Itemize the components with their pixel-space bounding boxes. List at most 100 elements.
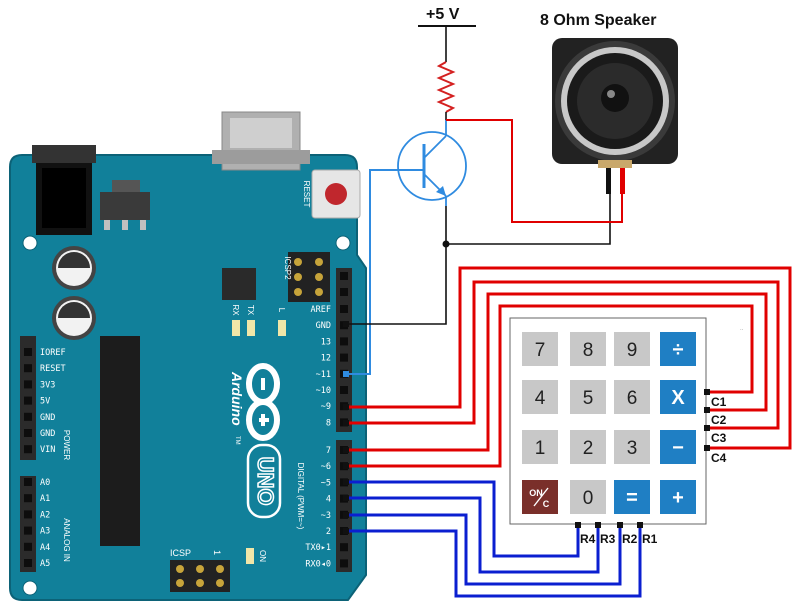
key-label: 1: [535, 438, 546, 459]
keypad-key: 2: [570, 430, 606, 464]
power-pin-label: GND: [40, 413, 55, 423]
column-wire: [346, 280, 780, 430]
analog-pin-label: A5: [40, 559, 50, 569]
wire-terminal: [343, 321, 349, 327]
board-outline: [9, 154, 367, 601]
power-supply: +5 V: [418, 6, 476, 27]
tx-led-label: TX: [246, 305, 255, 316]
l-led-label: L: [277, 308, 286, 313]
keypad-lead-pin: [704, 389, 710, 395]
row-lead-label: R1: [642, 532, 658, 546]
icsp-label: ICSP: [170, 548, 191, 558]
header-pin: [340, 272, 348, 280]
keypad-lead-pin: [575, 522, 581, 528]
column-wire: [346, 304, 754, 468]
digital-pin-label: 13: [321, 337, 331, 347]
arduino-trademark: TM: [234, 436, 240, 445]
key-label: ÷: [673, 339, 684, 361]
digital-pin-label: ~3: [321, 511, 331, 521]
digital-pin-label: ~11: [316, 370, 331, 380]
key-label: 0: [583, 488, 594, 509]
row-wire: [346, 480, 580, 558]
digital-section-label: DIGITAL (PWM=~): [296, 463, 305, 530]
atmega-chip: [100, 336, 140, 546]
digital-pin-label: 12: [321, 354, 331, 364]
keypad-key: 4: [522, 380, 558, 414]
usb-chip: [222, 268, 256, 300]
header-pin: [340, 288, 348, 296]
key-on-text: ON: [529, 488, 543, 498]
header-pin: [24, 412, 32, 421]
capacitor: [52, 246, 96, 290]
key-label: 9: [627, 340, 638, 361]
dc-power-jack: [32, 145, 96, 235]
keypad-corner-mark: ..: [740, 326, 744, 332]
digital-pin-label: ~5: [321, 478, 331, 488]
analog-pin-label: A3: [40, 527, 50, 537]
key-label: 8: [583, 340, 594, 361]
power-pin-label: 3V3: [40, 380, 55, 390]
keypad-lead-pin: [704, 425, 710, 431]
row-wire: [346, 496, 600, 574]
header-pin: [24, 494, 32, 503]
keypad-wires: [343, 266, 792, 598]
analog-pin-label: A4: [40, 543, 50, 553]
key-label: −: [672, 437, 684, 459]
keypad-key: 9: [614, 332, 650, 366]
header-pin: [24, 348, 32, 356]
row-lead-label: R2: [622, 532, 638, 546]
keypad-key: 6: [614, 380, 650, 414]
mounting-hole: [335, 235, 351, 251]
mounting-hole: [22, 235, 38, 251]
column-lead-label: C2: [711, 413, 727, 427]
keypad-key: =: [614, 480, 650, 514]
speaker: [552, 38, 678, 194]
mounting-hole: [22, 580, 38, 596]
keypad-lead-pin: [637, 522, 643, 528]
icsp2-label: ICSP2: [283, 256, 292, 280]
keypad-key: −: [660, 430, 696, 464]
key-label: 5: [583, 388, 594, 409]
keypad-key: 7: [522, 332, 558, 366]
analog-pin-label: A0: [40, 478, 50, 488]
digital-pin-label: 2: [326, 527, 331, 537]
digital-pin-label: RX0◂0: [305, 559, 331, 569]
header-pin: [24, 364, 32, 373]
arduino-logo: [246, 363, 280, 441]
keypad-key: +: [660, 480, 696, 514]
resistor: [436, 61, 456, 113]
digital-pin-label: AREF: [311, 305, 331, 315]
rx-led-label: RX: [231, 304, 240, 316]
digital-pin-label: ~6: [321, 462, 331, 472]
speaker-positive-wire: [446, 119, 623, 223]
power-pin-label: 5V: [40, 397, 50, 407]
wire-terminal: [343, 528, 349, 534]
wire-terminal: [343, 463, 349, 469]
header-pin: [340, 543, 348, 552]
row-wire: [346, 528, 642, 598]
column-lead-label: C4: [711, 451, 727, 465]
header-pin: [340, 305, 348, 313]
header-pin: [24, 380, 32, 389]
key-label: 3: [627, 438, 638, 459]
header-pin: [24, 526, 32, 535]
row-wire: [346, 513, 622, 586]
header-pin: [340, 337, 348, 346]
key-label: =: [626, 487, 638, 509]
wire-terminal: [343, 447, 349, 453]
digital-pin-label: TX0▸1: [305, 543, 331, 553]
keypad-lead-pin: [617, 522, 623, 528]
uno-label: UNO: [253, 457, 278, 506]
key-label: 2: [583, 438, 594, 459]
keypad-key: 3: [614, 430, 650, 464]
key-label: 6: [627, 388, 638, 409]
keypad-key: 5: [570, 380, 606, 414]
power-section-label: POWER: [62, 430, 71, 460]
header-pin: [24, 445, 32, 454]
digital-pin-label: ~9: [321, 402, 331, 412]
header-pin: [24, 396, 32, 405]
digital-pin-label: 4: [326, 495, 331, 505]
